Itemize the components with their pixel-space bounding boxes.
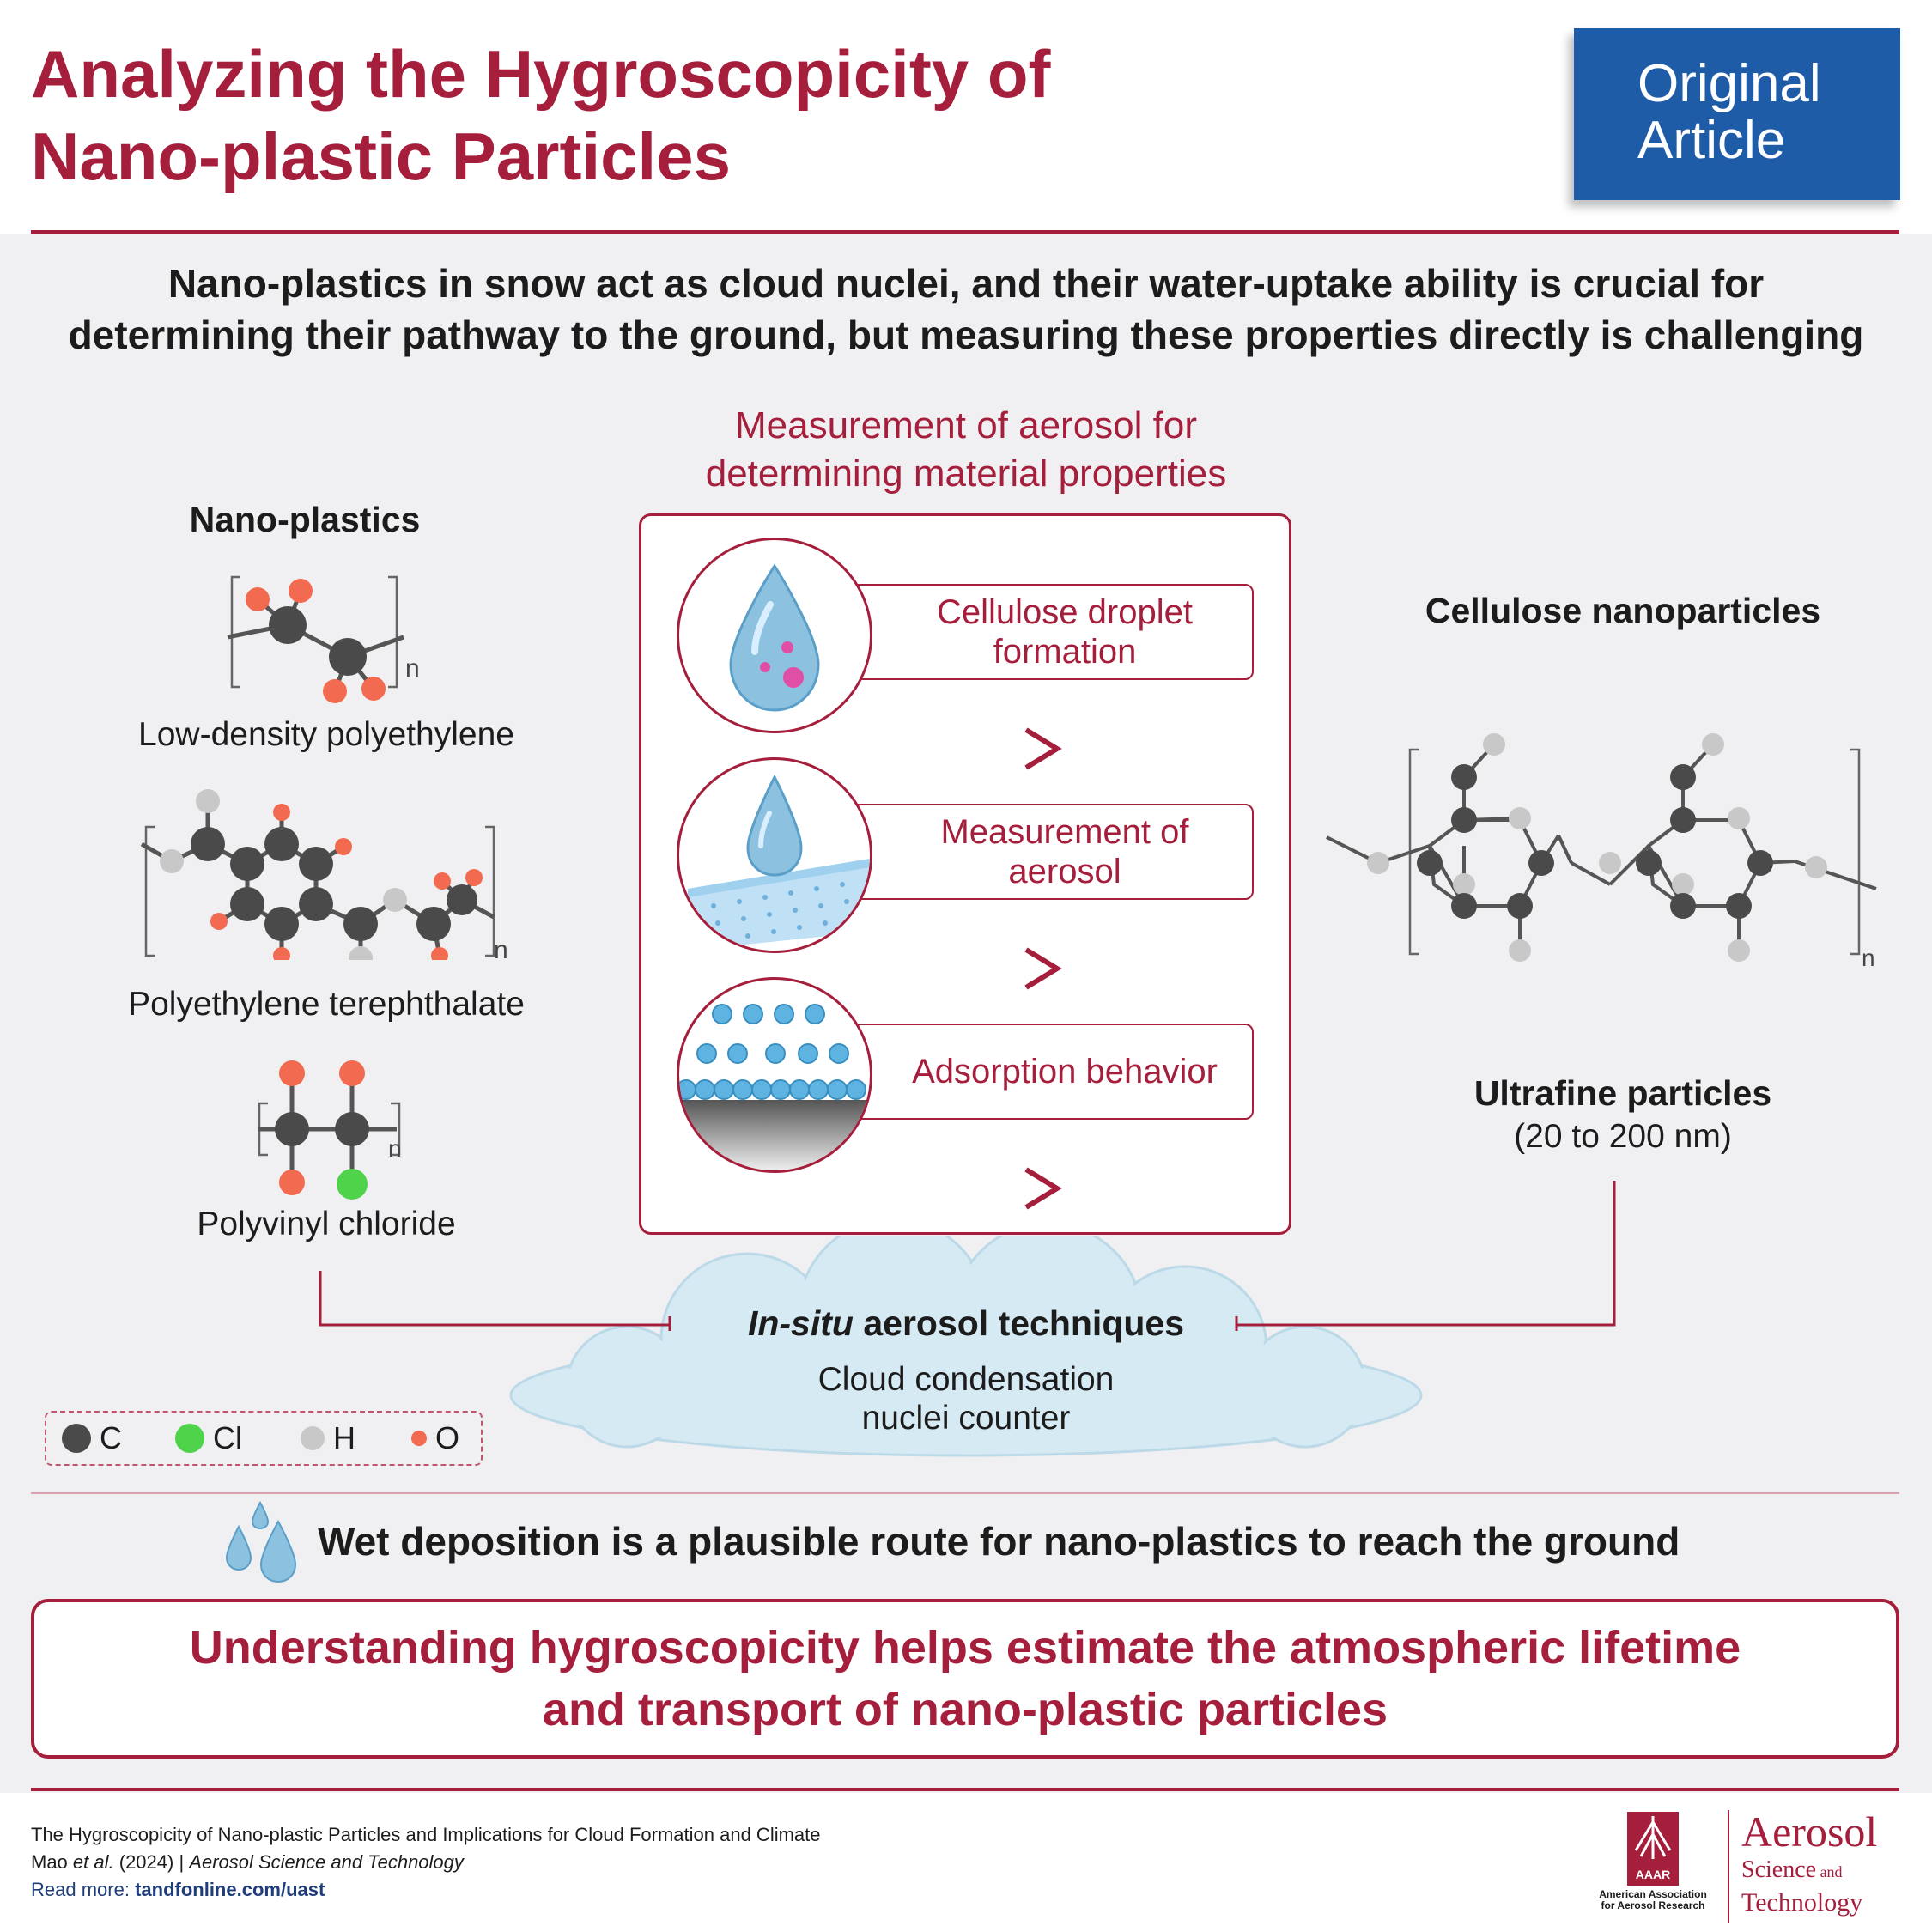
- wet-deposition-statement: Wet deposition is a plausible route for …: [318, 1519, 1680, 1564]
- ultrafine-range: (20 to 200 nm): [1514, 1118, 1732, 1155]
- ultrafine-heading: Ultrafine particles: [1473, 1073, 1772, 1113]
- cellulose-molecule-icon: n: [1326, 733, 1877, 971]
- adsorption-icon: [677, 977, 872, 1173]
- nano-plastics-heading: Nano-plastics: [189, 500, 421, 539]
- chevron-right-icon: [1024, 1167, 1062, 1210]
- step-2-line-2: aerosol: [1008, 853, 1121, 890]
- legend-item-hydrogen: H: [301, 1413, 355, 1464]
- citation: Mao et al. (2024) | Aerosol Science and …: [31, 1851, 464, 1873]
- conclusion-line-2: and transport of nano-plastic particles: [542, 1684, 1388, 1735]
- original-article-badge: Original Article: [1574, 28, 1900, 200]
- footer-divider: [31, 1788, 1899, 1791]
- cloud-icon: [509, 1236, 1423, 1457]
- legend-item-oxygen: O: [411, 1413, 459, 1464]
- droplet-on-surface-icon: [677, 757, 872, 953]
- legend-item-carbon: C: [62, 1413, 122, 1464]
- pet-molecule-icon: n: [140, 789, 508, 960]
- step-3-line-1: Adsorption behavior: [912, 1053, 1218, 1091]
- ccn-counter-label: Cloud condensation nuclei counter: [661, 1360, 1271, 1437]
- paper-title: The Hygroscopicity of Nano-plastic Parti…: [31, 1824, 821, 1845]
- title-line-2: Nano-plastic Particles: [31, 118, 731, 194]
- header-divider: [31, 230, 1899, 234]
- ldpe-molecule-icon: n: [227, 575, 420, 703]
- section-divider: [31, 1492, 1899, 1494]
- subtitle-line-1: Nano-plastics in snow act as cloud nucle…: [167, 261, 1765, 306]
- step-adsorption-behavior: Adsorption behavior: [850, 1024, 1254, 1120]
- technique-rest: aerosol techniques: [853, 1303, 1185, 1343]
- hydrogen-atom-icon: [301, 1426, 325, 1450]
- measurement-title-line-2: determining material properties: [705, 453, 1227, 495]
- subtitle-line-2: determining their pathway to the ground,…: [68, 313, 1864, 357]
- water-drops-icon: [225, 1500, 297, 1583]
- carbon-atom-icon: [62, 1424, 91, 1453]
- ccn-line-1: Cloud condensation: [817, 1361, 1115, 1398]
- cellulose-heading: Cellulose nanoparticles: [1425, 591, 1821, 630]
- pet-subscript: n: [494, 936, 508, 960]
- footer: [0, 1793, 1932, 1932]
- read-more: Read more: tandfonline.com/uast: [31, 1879, 325, 1900]
- journal-logo: Aerosol Science and Technology: [1741, 1807, 1878, 1917]
- read-more-link[interactable]: tandfonline.com/uast: [135, 1879, 325, 1900]
- measurement-title-line-1: Measurement of aerosol for: [734, 404, 1198, 447]
- step-1-line-1: Cellulose droplet: [937, 593, 1193, 631]
- pvc-subscript: n: [388, 1135, 402, 1162]
- step-2-line-1: Measurement of: [940, 813, 1189, 851]
- aaar-name: American Association for Aerosol Researc…: [1599, 1888, 1707, 1911]
- pvc-label: Polyvinyl chloride: [197, 1206, 456, 1242]
- badge-line-2: Article: [1637, 111, 1786, 170]
- chevron-right-icon: [1024, 947, 1062, 990]
- logo-divider: [1728, 1810, 1729, 1923]
- droplet-icon: [677, 538, 872, 733]
- technique-heading: In-situ aerosol techniques: [661, 1303, 1271, 1344]
- atom-legend: C Cl H O: [45, 1411, 483, 1466]
- step-1-line-2: formation: [993, 633, 1137, 671]
- conclusion-box: Understanding hygroscopicity helps estim…: [31, 1599, 1899, 1759]
- legend-item-chlorine: Cl: [175, 1413, 242, 1464]
- conclusion-line-1: Understanding hygroscopicity helps estim…: [189, 1622, 1741, 1674]
- page-title: Analyzing the Hygroscopicity of Nano-pla…: [31, 33, 1405, 197]
- chevron-right-icon: [1024, 727, 1062, 770]
- oxygen-atom-icon: [411, 1431, 427, 1446]
- pvc-molecule-icon: n: [258, 1060, 402, 1200]
- cellulose-subscript: n: [1862, 945, 1875, 971]
- aaar-logo-icon: AAAR: [1627, 1812, 1679, 1886]
- ccn-line-2: nuclei counter: [861, 1400, 1071, 1437]
- ldpe-subscript: n: [405, 654, 420, 683]
- title-line-1: Analyzing the Hygroscopicity of: [31, 36, 1051, 112]
- ldpe-label: Low-density polyethylene: [138, 716, 514, 753]
- technique-italic: In-situ: [747, 1303, 854, 1343]
- chlorine-atom-icon: [175, 1424, 204, 1453]
- badge-line-1: Original: [1637, 54, 1821, 113]
- connector-lines: [319, 1181, 1616, 1331]
- pet-label: Polyethylene terephthalate: [128, 986, 525, 1023]
- subtitle: Nano-plastics in snow act as cloud nucle…: [26, 258, 1906, 361]
- measurement-title: Measurement of aerosol for determining m…: [601, 402, 1331, 498]
